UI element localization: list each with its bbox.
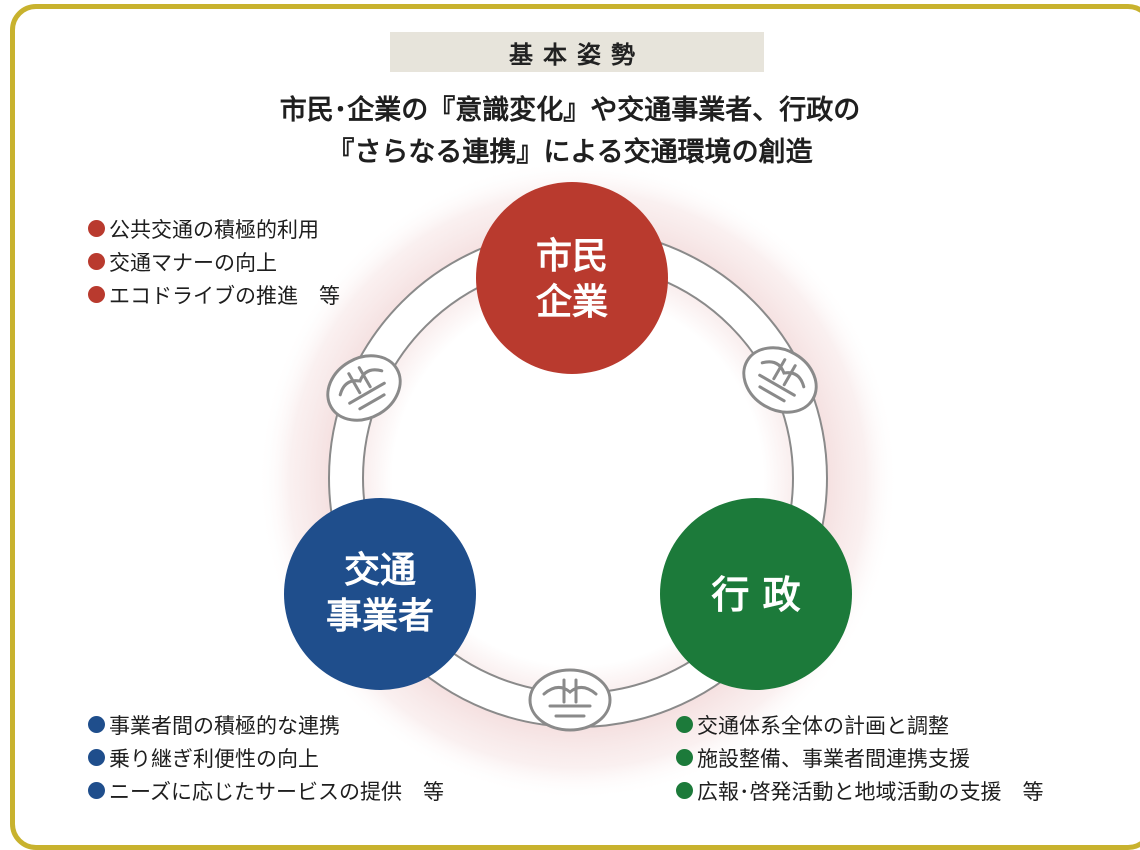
list-item: 交通マナーの向上 [88, 245, 340, 278]
list-item-text: 施設整備、事業者間連携支援 [697, 746, 970, 771]
node-government: 行 政 [660, 498, 852, 690]
bullet-icon [88, 749, 105, 766]
list-item: エコドライブの推進 等 [88, 278, 340, 311]
handshake-icon [742, 346, 818, 414]
citizen-role-list: 公共交通の積極的利用 交通マナーの向上 エコドライブの推進 等 [88, 212, 340, 311]
list-item: ニーズに応じたサービスの提供 等 [88, 774, 444, 807]
list-item: 広報･啓発活動と地域活動の支援 等 [676, 774, 1044, 807]
subtitle-line-1: 市民･企業の『意識変化』や交通事業者、行政の [279, 95, 861, 126]
bullet-icon [88, 286, 105, 303]
bullet-icon [676, 749, 693, 766]
list-item: 交通体系全体の計画と調整 [676, 708, 1044, 741]
list-item-text: ニーズに応じたサービスの提供 等 [109, 779, 444, 804]
node-citizen-line-1: 市民 [536, 236, 608, 277]
node-citizen-line-2: 企業 [536, 281, 608, 323]
handshake-icon [326, 354, 402, 422]
list-item: 公共交通の積極的利用 [88, 212, 340, 245]
list-item-text: 交通体系全体の計画と調整 [697, 713, 949, 738]
bullet-icon [88, 253, 105, 270]
node-citizen: 市民 企業 [476, 182, 668, 374]
government-role-list: 交通体系全体の計画と調整 施設整備、事業者間連携支援 広報･啓発活動と地域活動の… [676, 708, 1044, 807]
list-item-text: 公共交通の積極的利用 [109, 217, 319, 242]
bullet-icon [88, 716, 105, 733]
list-item-text: 乗り継ぎ利便性の向上 [109, 746, 319, 771]
heading-text: 基本姿勢 [509, 40, 645, 69]
list-item-text: 広報･啓発活動と地域活動の支援 等 [697, 779, 1044, 804]
bullet-icon [676, 716, 693, 733]
handshake-icon [528, 668, 612, 732]
bullet-icon [676, 782, 693, 799]
list-item-text: エコドライブの推進 等 [109, 283, 340, 308]
heading: 基本姿勢 [390, 32, 764, 72]
list-item: 施設整備、事業者間連携支援 [676, 741, 1044, 774]
bullet-icon [88, 782, 105, 799]
list-item: 事業者間の積極的な連携 [88, 708, 444, 741]
operator-role-list: 事業者間の積極的な連携 乗り継ぎ利便性の向上 ニーズに応じたサービスの提供 等 [88, 708, 444, 807]
node-operator-line-2: 事業者 [326, 596, 434, 637]
list-item: 乗り継ぎ利便性の向上 [88, 741, 444, 774]
node-operator-line-1: 交通 [344, 549, 416, 591]
node-operator: 交通 事業者 [284, 498, 476, 690]
bullet-icon [88, 220, 105, 237]
list-item-text: 交通マナーの向上 [109, 250, 277, 275]
node-government-label: 行 政 [711, 573, 800, 617]
list-item-text: 事業者間の積極的な連携 [109, 713, 340, 738]
